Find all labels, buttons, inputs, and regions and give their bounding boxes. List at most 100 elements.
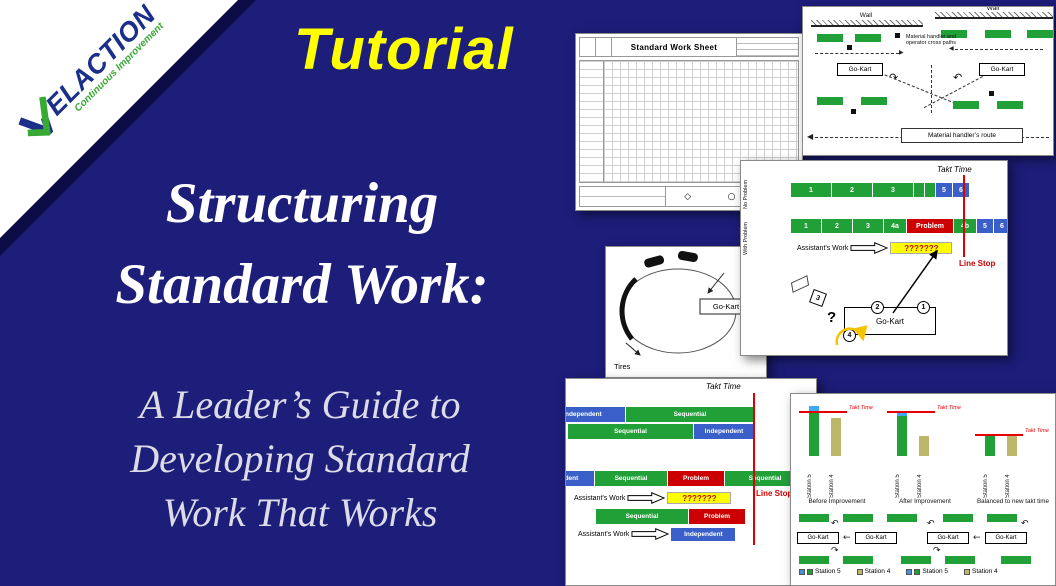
segment-blank: [925, 183, 935, 197]
velaction-logo: ELACTION Continuous Improvement: [0, 0, 190, 175]
station-label: Station 4: [964, 568, 998, 575]
block-arrow-icon: [627, 492, 666, 504]
part-3-marker: 3: [809, 289, 827, 307]
assistant-work-row: Assistant's Work ???????: [574, 491, 732, 505]
v-checkmark-icon: [18, 96, 56, 138]
station-text: Station 4: [864, 568, 891, 575]
bar: [831, 418, 841, 456]
station-bar: [817, 97, 843, 105]
timeline-row-with-problem: 1234aProblem4b56: [791, 219, 1007, 233]
bar: [1007, 434, 1017, 456]
segment-independent: Independent: [671, 527, 736, 541]
segment-problem: Problem: [907, 219, 953, 233]
step-2-marker: 2: [871, 301, 884, 314]
segment-sequential: Sequential: [626, 407, 754, 422]
operator-marker: [895, 33, 900, 38]
path-line: [955, 49, 1043, 50]
worksheet-row-labels: [580, 61, 604, 182]
segment-3: 3: [853, 219, 883, 233]
curve-arrow-icon: ↷: [889, 71, 899, 84]
takt-time-line: [753, 393, 755, 545]
page-title: Structuring Standard Work:: [12, 164, 592, 326]
station-label: Station 5: [799, 568, 841, 575]
path-line: [931, 65, 932, 113]
station-bar: [985, 30, 1011, 38]
station-bar: [855, 34, 881, 42]
swatch-khaki: [964, 568, 971, 575]
segment-5: 5: [977, 219, 993, 233]
chart-caption: Balanced to new takt time: [976, 498, 1050, 505]
segment-4a: 4a: [884, 219, 906, 233]
station-label: Station 4: [856, 568, 891, 575]
panel-floor-layout: Wall Wall ▶ ◀ Material handler and opera…: [802, 6, 1054, 156]
chart-plot: [971, 398, 1037, 456]
segment-problem: Problem: [689, 509, 745, 524]
gokart-box: Go-Kart: [837, 63, 883, 76]
gokart-box: Go-Kart: [927, 532, 969, 544]
station-bar: [843, 514, 873, 522]
title-line-2: Standard Work:: [115, 252, 489, 316]
operator-marker: [847, 45, 852, 50]
kicker-tutorial: Tutorial: [294, 17, 514, 82]
station-text: Station 5: [922, 568, 949, 575]
takt-time-label: Takt Time: [849, 405, 873, 411]
row-label-with-problem: With Problem: [743, 221, 749, 255]
station-text: Station 4: [972, 568, 998, 575]
wall-line: [935, 17, 1053, 19]
takt-time-line: [963, 175, 965, 257]
station-bar: [887, 514, 917, 522]
step-1-marker: 1: [917, 301, 930, 314]
takt-time-line: [887, 411, 935, 413]
left-arrow-icon: ←: [843, 533, 851, 543]
worksheet-header: Standard Work Sheet: [579, 37, 799, 57]
segment-independent: Independent: [566, 471, 594, 486]
segment-sequential: Sequential: [595, 471, 667, 486]
segment-independent: Independent: [694, 424, 754, 439]
chart-caption: After Improvement: [899, 498, 951, 505]
segment-5: 5: [936, 183, 952, 197]
bar: [985, 434, 995, 456]
segment-6: 6: [994, 219, 1007, 233]
worksheet-signoff-cells: [580, 187, 666, 206]
takt-time-label: Takt Time: [937, 165, 972, 174]
chart-caption: Before Improvement: [808, 498, 866, 505]
circle-icon: ○: [727, 191, 736, 202]
title-line-1: Structuring: [165, 172, 439, 235]
bar: [897, 411, 907, 456]
row-label-no-problem: No Problem: [743, 179, 749, 209]
swatch-green: [807, 568, 813, 575]
part-shape: [790, 275, 810, 293]
diamond-icon: ◇: [684, 191, 692, 202]
unknown-time-box: ???????: [667, 492, 732, 504]
swatch-green: [914, 568, 921, 575]
wall-hatch: [811, 20, 923, 25]
assistant-work-row: Assistant's Work Independent: [578, 527, 736, 541]
takt-time-line: [799, 411, 847, 413]
assistant-work-label: Assistant's Work: [578, 530, 630, 538]
station-label: Station 5: [906, 568, 948, 575]
bar-cap: [809, 406, 819, 412]
gokart-box: Go-Kart: [855, 532, 897, 544]
chart-plot: [795, 398, 861, 456]
gokart-label: Go-Kart: [713, 302, 740, 311]
segment-4b: 4b: [954, 219, 976, 233]
segment-2: 2: [832, 183, 872, 197]
curve-arrow-icon: ↶: [927, 519, 935, 529]
chart-plot: [883, 398, 949, 456]
brand-row: ELACTION: [0, 0, 185, 170]
segment-problem: Problem: [668, 471, 724, 486]
operator-marker: [851, 109, 856, 114]
station-bar: [997, 101, 1023, 109]
axis-label: Station 5: [895, 474, 901, 498]
gokart-box: Go-Kart: [797, 532, 839, 544]
segment-blank: [914, 183, 924, 197]
swatch-khaki: [856, 568, 863, 575]
segment-6: 6: [953, 183, 969, 197]
station-bar: [817, 34, 843, 42]
bar-cap: [897, 411, 907, 416]
